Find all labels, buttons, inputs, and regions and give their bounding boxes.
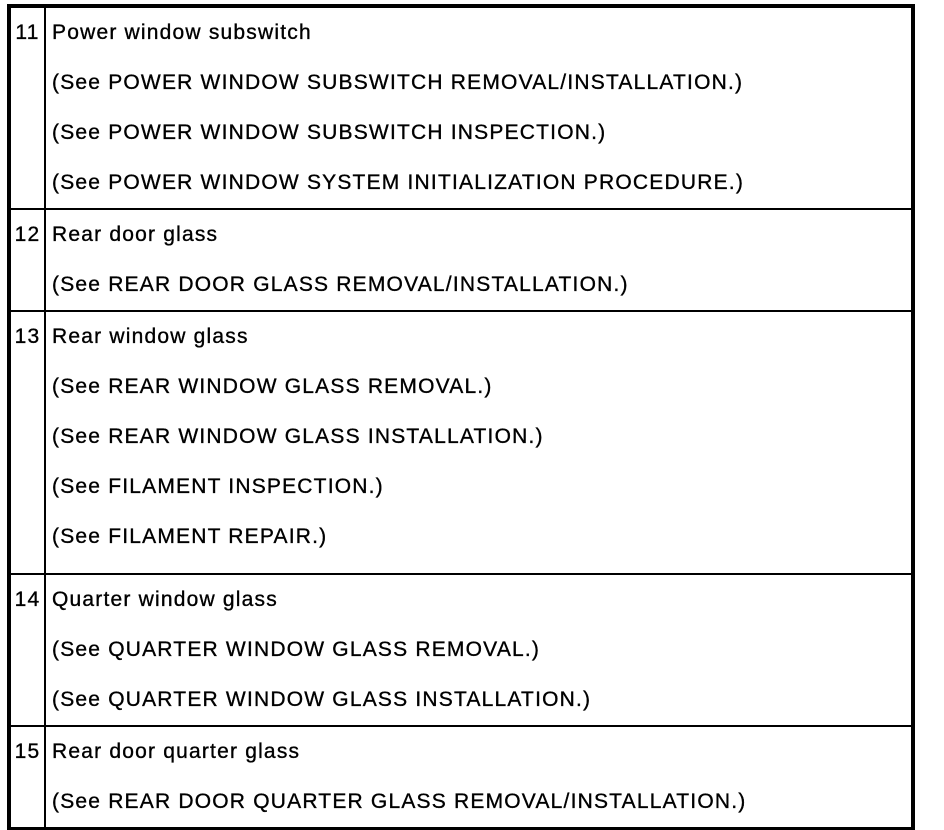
- see-reference: (See QUARTER WINDOW GLASS INSTALLATION.): [52, 688, 592, 711]
- item-number-cell: 12: [8, 208, 46, 312]
- table-row: 13 Rear window glass (See REAR WINDOW GL…: [8, 310, 914, 575]
- item-number-cell: 13: [8, 310, 46, 575]
- see-reference: (See REAR WINDOW GLASS INSTALLATION.): [52, 425, 544, 448]
- see-reference: (See POWER WINDOW SUBSWITCH INSPECTION.): [52, 121, 607, 144]
- item-number: 15: [14, 740, 41, 763]
- see-reference: (See POWER WINDOW SYSTEM INITIALIZATION …: [52, 171, 745, 194]
- item-title: Rear door glass: [52, 223, 219, 246]
- item-number: 13: [14, 325, 41, 348]
- item-description-cell: Rear door quarter glass (See REAR DOOR Q…: [44, 725, 914, 830]
- item-number: 11: [15, 21, 40, 44]
- item-number-cell: 11: [8, 5, 46, 210]
- see-reference: (See REAR WINDOW GLASS REMOVAL.): [52, 375, 493, 398]
- see-reference: (See REAR DOOR QUARTER GLASS REMOVAL/INS…: [52, 790, 747, 813]
- table-row: 12 Rear door glass (See REAR DOOR GLASS …: [8, 208, 914, 312]
- see-reference: (See FILAMENT INSPECTION.): [52, 475, 384, 498]
- item-title: Power window subswitch: [52, 21, 312, 44]
- table-row: 15 Rear door quarter glass (See REAR DOO…: [8, 725, 914, 830]
- item-title: Rear door quarter glass: [52, 740, 301, 763]
- item-description-cell: Quarter window glass (See QUARTER WINDOW…: [44, 573, 914, 727]
- item-description-cell: Rear door glass (See REAR DOOR GLASS REM…: [44, 208, 914, 312]
- item-description-cell: Power window subswitch (See POWER WINDOW…: [44, 5, 914, 210]
- item-title: Quarter window glass: [52, 588, 278, 611]
- item-number-cell: 14: [8, 573, 46, 727]
- see-reference: (See FILAMENT REPAIR.): [52, 525, 328, 548]
- table-row: 11 Power window subswitch (See POWER WIN…: [8, 5, 914, 210]
- item-title: Rear window glass: [52, 325, 249, 348]
- see-reference: (See REAR DOOR GLASS REMOVAL/INSTALLATIO…: [52, 273, 629, 296]
- see-reference: (See QUARTER WINDOW GLASS REMOVAL.): [52, 638, 541, 661]
- see-reference: (See POWER WINDOW SUBSWITCH REMOVAL/INST…: [52, 71, 744, 94]
- table-body: 11 Power window subswitch (See POWER WIN…: [8, 5, 914, 830]
- item-number: 12: [14, 223, 41, 246]
- item-description-cell: Rear window glass (See REAR WINDOW GLASS…: [44, 310, 914, 575]
- table-row: 14 Quarter window glass (See QUARTER WIN…: [8, 573, 914, 727]
- item-number: 14: [14, 588, 41, 611]
- item-number-cell: 15: [8, 725, 46, 830]
- parts-reference-table: 11 Power window subswitch (See POWER WIN…: [7, 4, 915, 830]
